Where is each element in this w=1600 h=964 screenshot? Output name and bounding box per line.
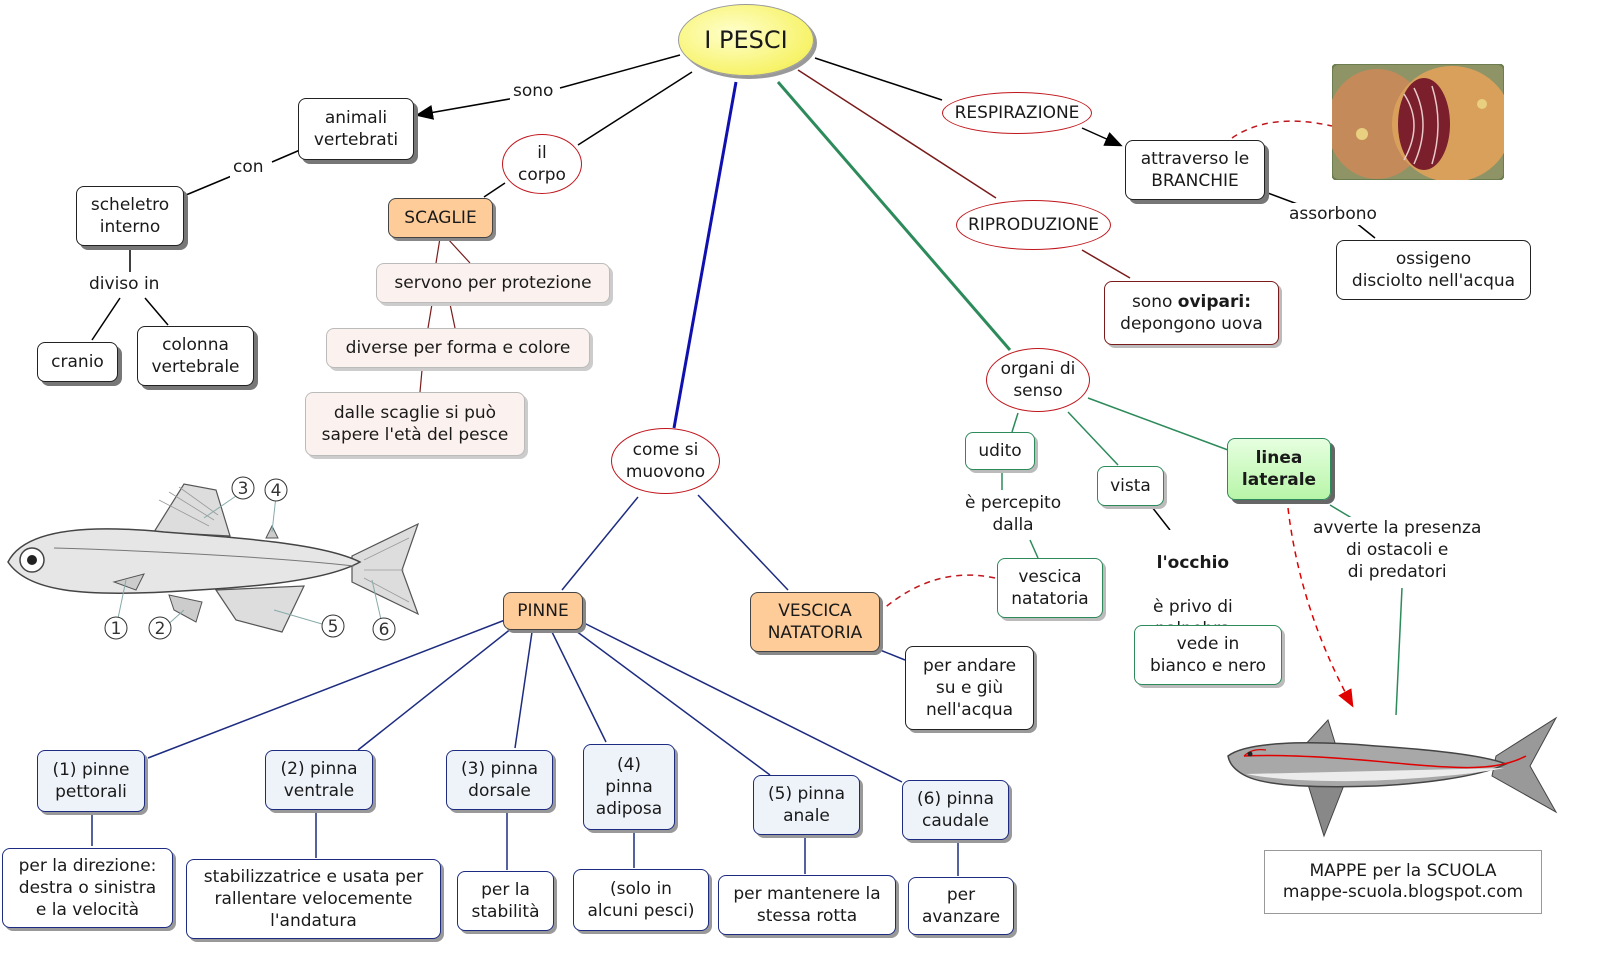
credit-box: MAPPE per la SCUOLA mappe-scuola.blogspo… (1264, 850, 1542, 914)
node-udito[interactable]: udito (965, 432, 1035, 470)
link-label-percepito: è percepito dalla (962, 492, 1065, 536)
fish-number-2: 2 (155, 619, 166, 639)
node-riproduzione[interactable]: RIPRODUZIONE (956, 200, 1111, 250)
fish-number-5: 5 (328, 617, 339, 637)
ovipari-line2: depongono uova (1120, 314, 1263, 334)
node-linea-laterale[interactable]: linea laterale (1227, 438, 1331, 500)
desc-anale[interactable]: per mantenere la stessa rotta (718, 875, 896, 935)
node-ossigeno[interactable]: ossigeno disciolto nell'acqua (1336, 240, 1531, 300)
node-occhio: l'occhio è privo di palpebra (1150, 530, 1236, 640)
node-scaglie[interactable]: SCAGLIE (388, 198, 493, 238)
node-pinna-dorsale[interactable]: (3) pinna dorsale (446, 750, 553, 810)
node-il-corpo[interactable]: il corpo (502, 134, 582, 194)
node-scheletro-interno[interactable]: scheletro interno (76, 186, 184, 246)
fish-number-6: 6 (379, 620, 390, 640)
node-organi-di-senso[interactable]: organi di senso (986, 348, 1090, 412)
fish-number-3: 3 (238, 479, 249, 499)
credit-line1: MAPPE per la SCUOLA (1309, 861, 1497, 881)
node-ostacoli: avverte la presenza di ostacoli e di pre… (1310, 517, 1485, 583)
link-label-con: con (230, 156, 267, 178)
desc-caudale[interactable]: per avanzare (908, 877, 1014, 935)
desc-ventrale[interactable]: stabilizzatrice e usata per rallentare v… (186, 859, 441, 939)
desc-adiposa[interactable]: (solo in alcuni pesci) (573, 869, 709, 931)
node-servono-protezione[interactable]: servono per protezione (376, 263, 610, 303)
link-label-assorbono: assorbono (1286, 203, 1380, 225)
node-pinne-pettorali[interactable]: (1) pinne pettorali (37, 750, 145, 812)
node-su-e-giu[interactable]: per andare su e giù nell'acqua (905, 646, 1034, 730)
node-vescica-small[interactable]: vescica natatoria (997, 558, 1103, 618)
node-vescica-natatoria[interactable]: VESCICA NATATORIA (750, 592, 880, 652)
link-label-sono: sono (510, 80, 557, 102)
occhio-bold: l'occhio (1156, 553, 1230, 573)
gills-photo-image (1332, 64, 1504, 180)
title-node[interactable]: I PESCI (678, 4, 814, 76)
node-forma-colore[interactable]: diverse per forma e colore (326, 328, 590, 368)
node-pinne[interactable]: PINNE (503, 592, 583, 630)
fish-number-4: 4 (271, 481, 282, 501)
desc-pettorali[interactable]: per la direzione: destra o sinistra e la… (2, 848, 173, 928)
node-bianco-nero[interactable]: vede in bianco e nero (1134, 625, 1282, 685)
desc-dorsale[interactable]: per la stabilità (457, 871, 554, 931)
shark-lateral-line-image (1227, 716, 1558, 838)
ovipari-line1: sono ovipari: (1131, 292, 1252, 312)
node-animali-vertebrati[interactable]: animali vertebrati (298, 98, 414, 160)
node-eta-pesce[interactable]: dalle scaglie si può sapere l'età del pe… (305, 392, 525, 456)
node-pinna-adiposa[interactable]: (4) pinna adiposa (583, 744, 675, 830)
node-vista[interactable]: vista (1097, 466, 1164, 506)
node-colonna-vertebrale[interactable]: colonna vertebrale (137, 326, 254, 386)
node-come-si-muovono[interactable]: come si muovono (611, 428, 720, 494)
credit-link[interactable]: mappe-scuola.blogspot.com (1282, 882, 1524, 902)
node-cranio[interactable]: cranio (37, 342, 118, 382)
node-pinna-ventrale[interactable]: (2) pinna ventrale (265, 750, 373, 810)
node-pinna-caudale[interactable]: (6) pinna caudale (902, 780, 1009, 840)
node-ovipari[interactable]: sono ovipari: depongono uova (1104, 281, 1279, 345)
node-branchie[interactable]: attraverso le BRANCHIE (1125, 140, 1265, 200)
node-respirazione[interactable]: RESPIRAZIONE (942, 92, 1092, 134)
link-label-diviso-in: diviso in (86, 273, 163, 295)
node-pinna-anale[interactable]: (5) pinna anale (753, 775, 860, 835)
fish-number-1: 1 (111, 619, 122, 639)
fish-diagram-image: 1 2 3 4 5 6 (7, 476, 420, 641)
